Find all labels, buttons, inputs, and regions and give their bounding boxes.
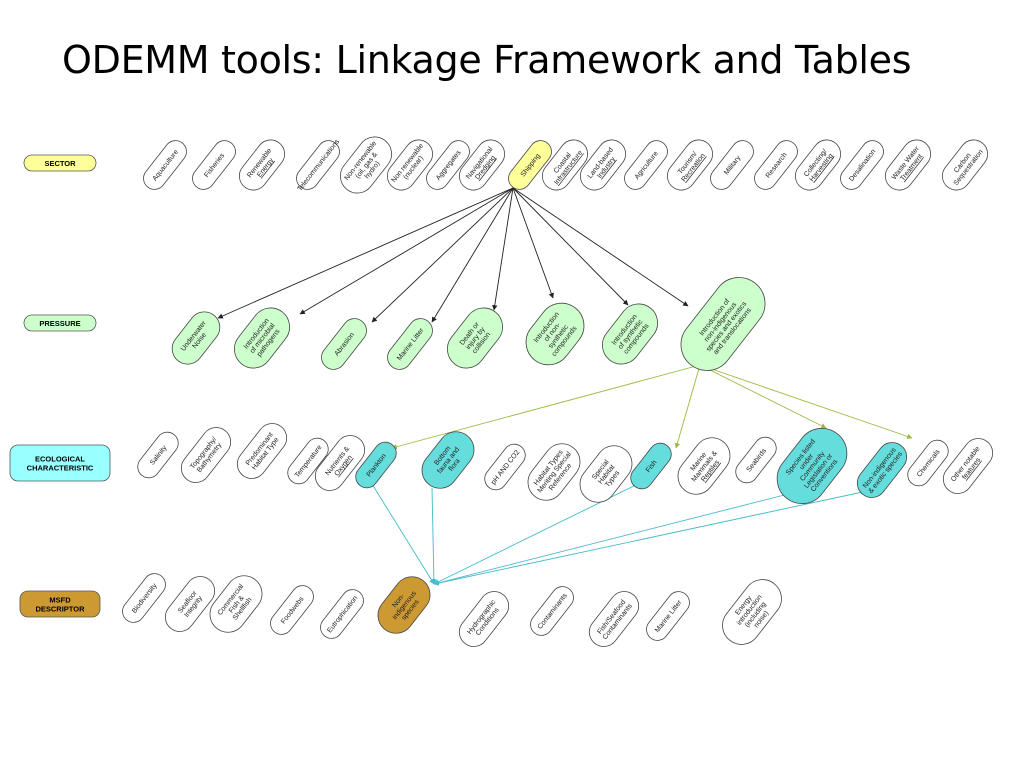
link-arrow <box>699 364 827 429</box>
row-label-text: SECTOR <box>44 159 76 168</box>
sector-node: Fisheries <box>192 140 236 190</box>
sector-node: Desalination <box>840 140 884 190</box>
link-arrow <box>512 187 689 307</box>
ecological-node: Nutrients &Oxygen <box>314 435 366 491</box>
row-label-text: CHARACTERISTIC <box>27 464 94 473</box>
row-label-text: ECOLOGICAL <box>35 455 85 464</box>
sector-node: Non renewable(nuclear) <box>386 139 434 191</box>
link-arrow <box>674 364 701 449</box>
row-label-pressure: PRESSURE <box>23 314 97 332</box>
ecological-node: Non-indigenous& exotic species <box>856 442 908 498</box>
link-arrow <box>217 187 514 319</box>
pressure-node: Marine Litter <box>387 318 433 370</box>
link-arrow <box>699 364 913 439</box>
link-arrow <box>431 487 437 585</box>
descriptor-node: Eutrophication <box>320 589 364 639</box>
ecological-node: Plankton <box>355 441 397 489</box>
arrow-layer <box>217 187 913 586</box>
sector-node: Aquaculture <box>143 140 187 190</box>
link-arrow <box>371 187 514 323</box>
link-arrow <box>433 477 651 585</box>
descriptor-node: Biodiversity <box>122 573 166 623</box>
row-label-text: MSFD <box>49 596 71 605</box>
sector-node: Tourism/Recreation <box>666 139 714 191</box>
sector-node: Collecting/Harvesting <box>794 139 842 191</box>
sector-node: Non-renewable(oil, gas &hydro) <box>339 136 393 194</box>
link-arrow <box>492 187 514 311</box>
sector-node: Agriculture <box>624 140 668 190</box>
link-arrow <box>391 364 701 450</box>
ecological-node: Topography/Bathymetry <box>180 427 232 483</box>
link-arrow <box>299 187 514 315</box>
ecological-node: Fish <box>630 442 672 490</box>
link-arrow <box>433 487 813 586</box>
row-label-text: DESCRIPTOR <box>35 605 85 614</box>
ecological-node: pH AND CO2 <box>484 443 526 491</box>
sector-node: Telecommunications <box>296 138 341 193</box>
pressure-node: Abrasion <box>321 318 367 370</box>
slide-title: ODEMM tools: Linkage Framework and Table… <box>62 38 912 82</box>
ecological-node: Seabirds <box>735 436 777 484</box>
sector-node: Research <box>754 140 798 190</box>
ecological-node: Salinity <box>137 431 179 479</box>
descriptor-node: Foodwebs <box>270 585 314 635</box>
descriptor-node: Contaminants <box>530 586 574 636</box>
link-arrow <box>433 489 873 586</box>
sector-node: Military <box>710 140 754 190</box>
row-label-text: PRESSURE <box>39 319 80 328</box>
link-arrow <box>512 187 629 306</box>
sector-node: Shipping <box>508 140 552 190</box>
descriptor-node: Marine Litter <box>646 591 690 641</box>
row-label-sector: SECTOR <box>23 154 97 172</box>
link-arrow <box>431 187 514 323</box>
link-arrow <box>512 187 554 299</box>
ecological-node: Species listedunderCommunityLegislation … <box>776 427 848 505</box>
link-arrow <box>371 483 435 585</box>
